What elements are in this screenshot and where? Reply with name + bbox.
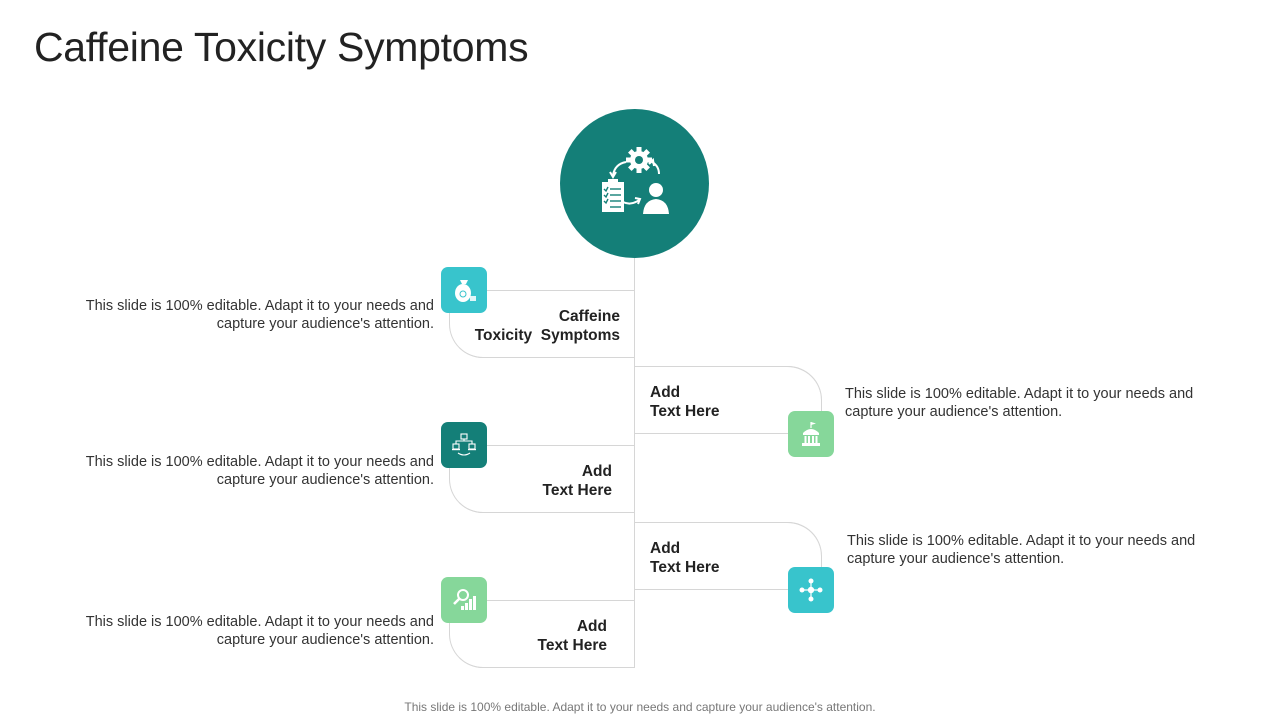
item-label-line2: Text Here bbox=[537, 637, 608, 654]
item-description: This slide is 100% editable. Adapt it to… bbox=[54, 297, 434, 333]
item-label: Add Text Here bbox=[650, 539, 720, 577]
description-line1: This slide is 100% editable. Adapt it to… bbox=[845, 386, 1194, 402]
item-label: Add Text Here bbox=[650, 383, 720, 421]
item-label-line1: Add bbox=[581, 463, 612, 480]
icon-tile bbox=[788, 411, 834, 457]
money-bag-icon bbox=[455, 280, 476, 302]
item-label-line1: Add bbox=[650, 384, 681, 401]
icon-tile bbox=[788, 567, 834, 613]
item-label-line2: Toxicity Symptoms bbox=[474, 327, 620, 344]
icon-tile bbox=[441, 577, 487, 623]
description-line1: This slide is 100% editable. Adapt it to… bbox=[85, 454, 434, 470]
item-label-line2: Text Here bbox=[650, 559, 720, 576]
item-description: This slide is 100% editable. Adapt it to… bbox=[845, 385, 1225, 421]
icon-tile bbox=[441, 422, 487, 468]
description-line1: This slide is 100% editable. Adapt it to… bbox=[85, 298, 434, 314]
search-analytics-icon bbox=[453, 589, 476, 610]
description-line1: This slide is 100% editable. Adapt it to… bbox=[85, 614, 434, 630]
item-box-caffeine: Caffeine Toxicity Symptoms bbox=[449, 290, 635, 358]
process-cycle-icon bbox=[601, 146, 669, 214]
item-label-line2: Text Here bbox=[650, 403, 720, 420]
item-label: Add Text Here bbox=[538, 617, 608, 655]
slide-title: Caffeine Toxicity Symptoms bbox=[34, 24, 529, 70]
item-box-left-2: Add Text Here bbox=[449, 445, 635, 513]
item-label-line2: Text Here bbox=[542, 482, 613, 499]
description-line2: capture your audience's attention. bbox=[216, 472, 434, 488]
description-line1: This slide is 100% editable. Adapt it to… bbox=[847, 533, 1196, 549]
item-label-line1: Caffeine bbox=[558, 308, 620, 325]
description-line2: capture your audience's attention. bbox=[845, 404, 1063, 420]
item-description: This slide is 100% editable. Adapt it to… bbox=[54, 613, 434, 649]
government-building-icon bbox=[802, 422, 820, 446]
item-label: Caffeine Toxicity Symptoms bbox=[475, 307, 620, 345]
item-label: Add Text Here bbox=[543, 462, 613, 500]
item-box-right-3: Add Text Here bbox=[634, 522, 822, 590]
node-network-icon bbox=[799, 578, 823, 602]
item-description: This slide is 100% editable. Adapt it to… bbox=[847, 532, 1227, 568]
item-box-right-1: Add Text Here bbox=[634, 366, 822, 434]
footer-note: This slide is 100% editable. Adapt it to… bbox=[404, 700, 876, 714]
item-description: This slide is 100% editable. Adapt it to… bbox=[54, 453, 434, 489]
description-line2: capture your audience's attention. bbox=[847, 551, 1065, 567]
description-line2: capture your audience's attention. bbox=[216, 632, 434, 648]
network-computers-icon bbox=[452, 433, 476, 456]
item-label-line1: Add bbox=[576, 618, 607, 635]
icon-tile bbox=[441, 267, 487, 313]
item-label-line1: Add bbox=[650, 540, 681, 557]
hub-circle bbox=[560, 109, 709, 258]
description-line2: capture your audience's attention. bbox=[216, 316, 434, 332]
